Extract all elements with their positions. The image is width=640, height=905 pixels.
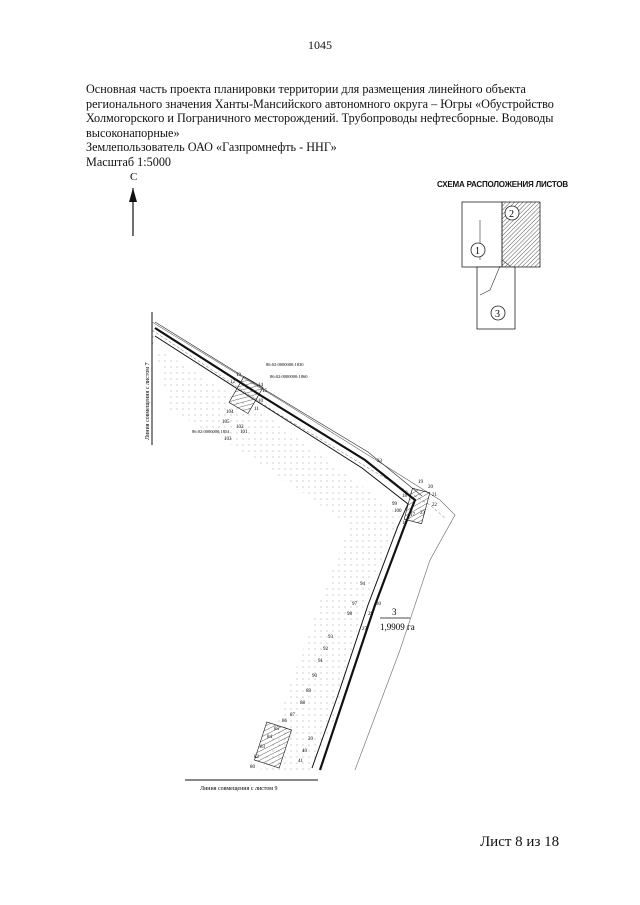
point-label: 91 xyxy=(318,659,324,664)
cadastral-number-3: 86:02:0000000:1854 xyxy=(192,429,230,434)
north-arrow-icon: С xyxy=(129,171,137,236)
title-line-2: регионального значения Ханты-Мансийского… xyxy=(86,96,554,111)
point-label: 21 xyxy=(432,493,438,498)
north-label: С xyxy=(130,171,137,183)
point-label: 14 xyxy=(258,383,264,388)
point-label: 15 xyxy=(262,389,268,394)
sheet-layout-scheme: 2 1 3 xyxy=(461,201,541,330)
page-number: 1045 xyxy=(308,38,332,52)
point-label: 80 xyxy=(250,765,256,770)
point-label: 101 xyxy=(240,430,248,435)
point-label: 23 xyxy=(420,511,426,516)
point-label: 41 xyxy=(298,759,304,764)
point-label: 85 xyxy=(274,727,280,732)
point-label: 105 xyxy=(222,420,230,425)
scheme-label-1: 1 xyxy=(475,246,480,257)
scheme-sheet-1 xyxy=(461,201,503,268)
point-label: 100 xyxy=(394,509,402,514)
title-line-4: высоконапорные» xyxy=(86,125,180,140)
point-label: 33 xyxy=(377,459,383,464)
cadastral-number-1: 86:02:0000000:1830 xyxy=(266,362,304,367)
point-label: 93 xyxy=(328,635,334,640)
point-label: 84 xyxy=(267,735,273,740)
point-label: 97 xyxy=(352,602,358,607)
scale-label: Масштаб 1:5000 xyxy=(86,154,172,169)
planning-drawing: Линия совмещения с листом 7 Линия совмещ… xyxy=(145,312,456,792)
match-line-bottom: Линия совмещения с листом 9 xyxy=(200,786,278,792)
point-label: 86 xyxy=(282,719,288,724)
point-label: 19 xyxy=(418,480,424,485)
land-user: Землепользователь ОАО «Газпромнефть - НН… xyxy=(86,140,337,155)
point-label: 10 xyxy=(258,399,264,404)
point-label: 98 xyxy=(347,612,353,617)
point-label: 17 xyxy=(410,513,416,518)
point-label: 22 xyxy=(432,503,438,508)
point-label: 82 xyxy=(254,755,260,760)
point-label: 94 xyxy=(360,582,366,587)
point-label: 90 xyxy=(312,674,318,679)
point-label: 29 xyxy=(368,612,374,617)
point-label: 12 xyxy=(230,380,236,385)
match-line-left: Линия совмещения с листом 7 xyxy=(145,362,151,440)
point-label: 87 xyxy=(290,713,296,718)
title-line-3: Холмогорского и Пограничного месторожден… xyxy=(86,111,554,126)
cadastral-number-2: 86:02:0000000:1860 xyxy=(270,374,308,379)
area-label: 1,9909 га xyxy=(380,622,415,632)
title-line-1: Основная часть проекта планировки террит… xyxy=(86,82,526,96)
point-label: 13 xyxy=(236,373,242,378)
point-label: 103 xyxy=(224,437,232,442)
point-label: 18 xyxy=(402,494,408,499)
point-label: 16 xyxy=(402,521,408,526)
point-label: 102 xyxy=(236,425,244,430)
title-block: Основная часть проекта планировки террит… xyxy=(86,82,566,170)
point-label: 89 xyxy=(306,689,312,694)
point-label: 104 xyxy=(226,410,234,415)
point-label: 40 xyxy=(302,749,308,754)
point-label: 39 xyxy=(308,737,314,742)
scheme-label-3: 3 xyxy=(495,309,500,320)
point-label: 27 xyxy=(362,627,368,632)
scheme-title: СХЕМА РАСПОЛОЖЕНИЯ ЛИСТОВ xyxy=(437,180,568,189)
scheme-label-2: 2 xyxy=(509,209,514,220)
point-label: 83 xyxy=(260,745,266,750)
point-label: 92 xyxy=(323,647,329,652)
sheet-number: Лист 8 из 18 xyxy=(480,834,560,850)
point-label: 88 xyxy=(300,701,306,706)
area-index: 3 xyxy=(392,607,397,617)
point-label: 30 xyxy=(376,602,382,607)
point-label: 11 xyxy=(254,407,259,412)
point-label: 99 xyxy=(392,502,398,507)
point-label: 20 xyxy=(428,485,434,490)
